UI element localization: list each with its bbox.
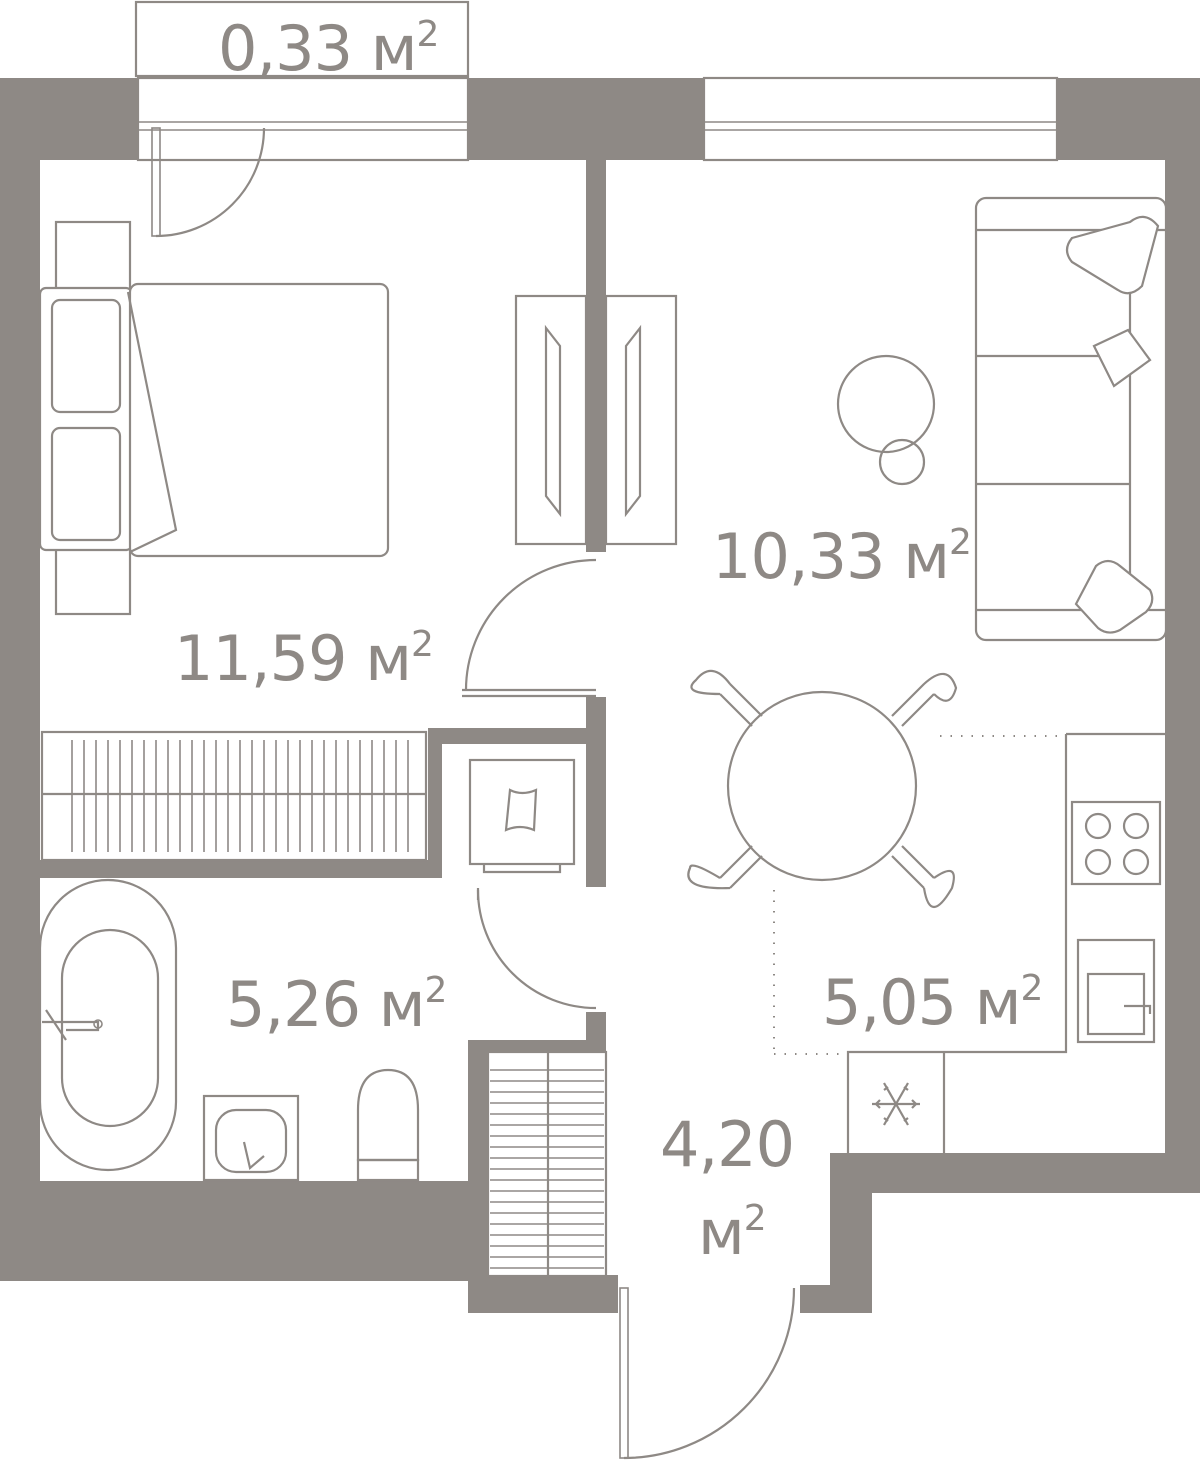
sofa	[974, 196, 1168, 642]
room-area-living: 10,33 м2	[712, 520, 971, 593]
bed	[38, 220, 390, 616]
sink	[202, 1094, 300, 1182]
dining-set	[687, 669, 958, 908]
room-area-hallway-unit: м2	[698, 1196, 766, 1269]
snowflake-icon	[872, 1082, 920, 1126]
doors	[151, 127, 796, 1460]
walls	[0, 78, 1200, 1313]
coffee-table	[836, 354, 936, 486]
room-area-kitchen: 5,05 м2	[822, 966, 1042, 1039]
room-area-bathroom: 5,26 м2	[226, 968, 446, 1041]
washing-machine	[468, 758, 576, 874]
hall-closet	[486, 1050, 608, 1278]
closet-shelves	[40, 730, 428, 862]
toilet	[356, 1068, 420, 1182]
bathtub	[38, 878, 178, 1172]
room-area-balcony: 0,33 м2	[218, 12, 438, 85]
room-area-bedroom: 11,59 м2	[174, 622, 433, 695]
windows	[134, 0, 1059, 162]
kitchen-counter	[773, 732, 1166, 1153]
wardrobes	[514, 294, 678, 546]
room-area-hallway: 4,20	[660, 1108, 794, 1181]
